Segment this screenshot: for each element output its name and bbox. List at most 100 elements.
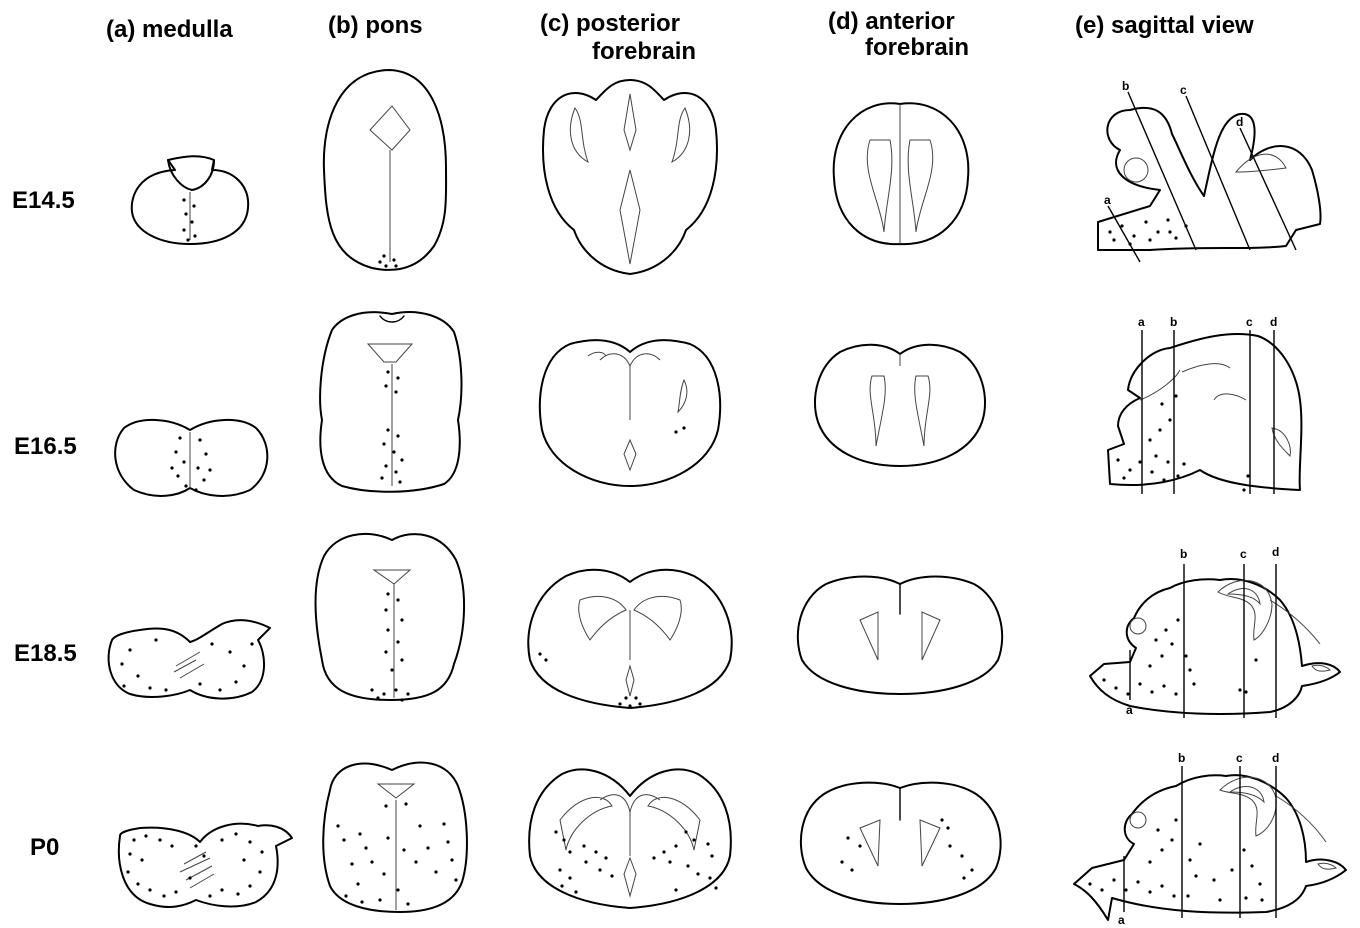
neuron-dot — [144, 834, 147, 837]
section-e14-5-pons — [324, 70, 446, 270]
section-p0-posterior-forebrain — [529, 769, 731, 908]
neuron-dot — [396, 640, 399, 643]
neuron-dot — [706, 842, 709, 845]
neuron-dot — [1148, 438, 1151, 441]
neuron-dot — [400, 698, 403, 701]
section-p0-sagittal: b c d a — [1074, 751, 1346, 927]
neuron-dot — [1174, 236, 1177, 239]
neuron-dots — [370, 592, 409, 701]
neuron-dot — [662, 850, 665, 853]
neuron-dot — [674, 430, 677, 433]
neuron-dot — [1186, 894, 1189, 897]
neuron-dot — [170, 466, 173, 469]
neuron-dot — [840, 860, 843, 863]
neuron-dot — [604, 856, 607, 859]
neuron-dot — [384, 650, 387, 653]
neuron-dot — [136, 674, 139, 677]
neuron-dot — [164, 688, 167, 691]
neuron-dot — [384, 264, 387, 267]
neuron-dot — [1260, 898, 1263, 901]
neuron-dot — [696, 872, 699, 875]
neuron-dot — [1154, 638, 1157, 641]
neuron-dot — [220, 888, 223, 891]
neuron-dot — [378, 898, 381, 901]
neuron-dot — [1166, 218, 1169, 221]
neuron-dot — [686, 864, 689, 867]
cut-label-c: c — [1240, 547, 1247, 561]
neuron-dot — [1124, 888, 1127, 891]
neuron-dot — [394, 688, 397, 691]
neuron-dot — [1138, 682, 1141, 685]
neuron-dot — [1162, 684, 1165, 687]
neuron-dot — [380, 476, 383, 479]
neuron-dot — [1258, 882, 1261, 885]
neuron-dot — [122, 684, 125, 687]
neuron-dot — [1132, 234, 1135, 237]
neuron-dot — [178, 436, 181, 439]
neuron-dot — [1194, 874, 1197, 877]
neuron-dot — [1192, 682, 1195, 685]
neuron-dot — [568, 850, 571, 853]
neuron-dot — [628, 704, 631, 707]
neuron-dot — [554, 830, 557, 833]
neuron-dot — [198, 438, 201, 441]
neuron-dot — [400, 658, 403, 661]
neuron-dot — [574, 890, 577, 893]
neuron-dot — [1088, 882, 1091, 885]
neuron-dot — [398, 480, 401, 483]
neuron-dot — [1188, 668, 1191, 671]
neuron-dot — [386, 592, 389, 595]
neuron-dot — [188, 876, 191, 879]
neuron-dot — [384, 384, 387, 387]
neuron-dot — [194, 844, 197, 847]
neuron-dot — [558, 868, 561, 871]
neuron-dots — [170, 436, 211, 491]
neuron-dot — [162, 894, 165, 897]
neuron-dot — [148, 888, 151, 891]
neuron-dot — [418, 824, 421, 827]
neuron-dot — [382, 872, 385, 875]
neuron-dot — [1112, 878, 1115, 881]
neuron-dot — [962, 876, 965, 879]
neuron-dot — [1154, 454, 1157, 457]
cut-label-a: a — [1118, 913, 1125, 927]
neuron-dot — [1148, 890, 1151, 893]
neuron-dot — [1164, 628, 1167, 631]
neuron-dot — [1150, 690, 1153, 693]
neuron-dot — [396, 434, 399, 437]
neuron-dots — [336, 802, 457, 905]
neuron-dot — [1160, 402, 1163, 405]
neuron-dot — [1242, 848, 1245, 851]
neuron-dot — [394, 264, 397, 267]
section-e16-5-posterior-forebrain — [540, 340, 720, 486]
section-e18-5-posterior-forebrain — [528, 570, 731, 708]
neuron-dot — [1246, 474, 1249, 477]
neuron-dots — [1088, 818, 1263, 901]
neuron-dot — [1128, 242, 1131, 245]
neuron-dot — [350, 862, 353, 865]
neuron-dot — [234, 680, 237, 683]
neuron-dot — [148, 686, 151, 689]
neuron-dot — [1184, 654, 1187, 657]
section-e16-5-anterior-forebrain — [815, 345, 985, 466]
neuron-dot — [174, 890, 177, 893]
neuron-dot — [248, 884, 251, 887]
section-p0-pons — [323, 763, 467, 912]
cut-label-d: d — [1272, 751, 1279, 765]
neuron-dot — [396, 888, 399, 891]
neuron-dot — [1166, 460, 1169, 463]
neuron-dot — [1168, 230, 1171, 233]
neuron-dot — [192, 204, 195, 207]
neuron-dot — [610, 874, 613, 877]
neuron-dots — [1102, 618, 1257, 695]
neuron-dot — [228, 650, 231, 653]
section-e14-5-posterior-forebrain — [543, 80, 717, 274]
neuron-dot — [710, 854, 713, 857]
neuron-dot — [170, 844, 173, 847]
neuron-dot — [454, 878, 457, 881]
neuron-dot — [196, 466, 199, 469]
neuron-dot — [218, 688, 221, 691]
section-p0-medulla — [119, 824, 292, 907]
neuron-dot — [960, 854, 963, 857]
